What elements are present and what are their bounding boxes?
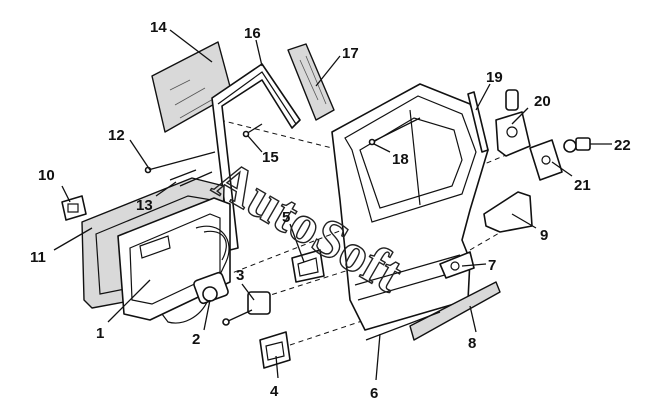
callout-5: 5 — [282, 209, 290, 226]
part-window-regulator — [161, 225, 230, 324]
part-upper-hinge — [291, 249, 325, 283]
callout-10: 10 — [38, 167, 55, 184]
part-check-strap — [439, 251, 475, 279]
part-lower-hinge — [259, 331, 291, 369]
part-bracket — [483, 191, 533, 233]
callout-14: 14 — [150, 19, 167, 36]
callout-3: 3 — [236, 267, 244, 284]
part-door-shell — [331, 83, 489, 331]
callout-1: 1 — [96, 325, 104, 342]
part-belt-weatherstrip — [368, 117, 421, 146]
part-sill-moulding — [409, 281, 501, 341]
callout-13: 13 — [136, 197, 153, 214]
callout-7: 7 — [488, 257, 496, 274]
callout-labels: 1 2 3 4 5 6 7 8 9 10 11 12 13 14 15 16 1… — [30, 19, 631, 402]
part-lower-weatherstrip — [365, 311, 441, 341]
leader-lines — [53, 29, 612, 381]
callout-6: 6 — [370, 385, 378, 402]
callout-8: 8 — [468, 335, 476, 352]
part-lock-mechanism — [222, 291, 271, 326]
part-glass-run-channel — [211, 63, 301, 251]
part-lock-actuator — [495, 89, 531, 157]
callout-18: 18 — [392, 151, 409, 168]
callout-11: 11 — [30, 249, 46, 266]
part-handle-rod — [169, 169, 213, 187]
callout-15: 15 — [262, 149, 279, 166]
part-door-latch — [529, 139, 563, 181]
callout-17: 17 — [342, 45, 359, 62]
callout-19: 19 — [486, 69, 503, 86]
callout-22: 22 — [614, 137, 631, 154]
part-inner-belt-rod — [144, 151, 216, 174]
callout-16: 16 — [244, 25, 261, 42]
callout-4: 4 — [270, 383, 279, 400]
part-quarter-glass — [287, 43, 335, 121]
callout-12: 12 — [108, 127, 125, 144]
callout-9: 9 — [540, 227, 548, 244]
part-clip-screw — [242, 123, 263, 138]
callout-20: 20 — [534, 93, 551, 110]
part-door-switch — [61, 195, 87, 221]
part-lock-cylinder — [563, 137, 591, 153]
callout-2: 2 — [192, 331, 200, 348]
callout-21: 21 — [574, 177, 591, 194]
part-rear-channel-strip — [467, 91, 489, 153]
